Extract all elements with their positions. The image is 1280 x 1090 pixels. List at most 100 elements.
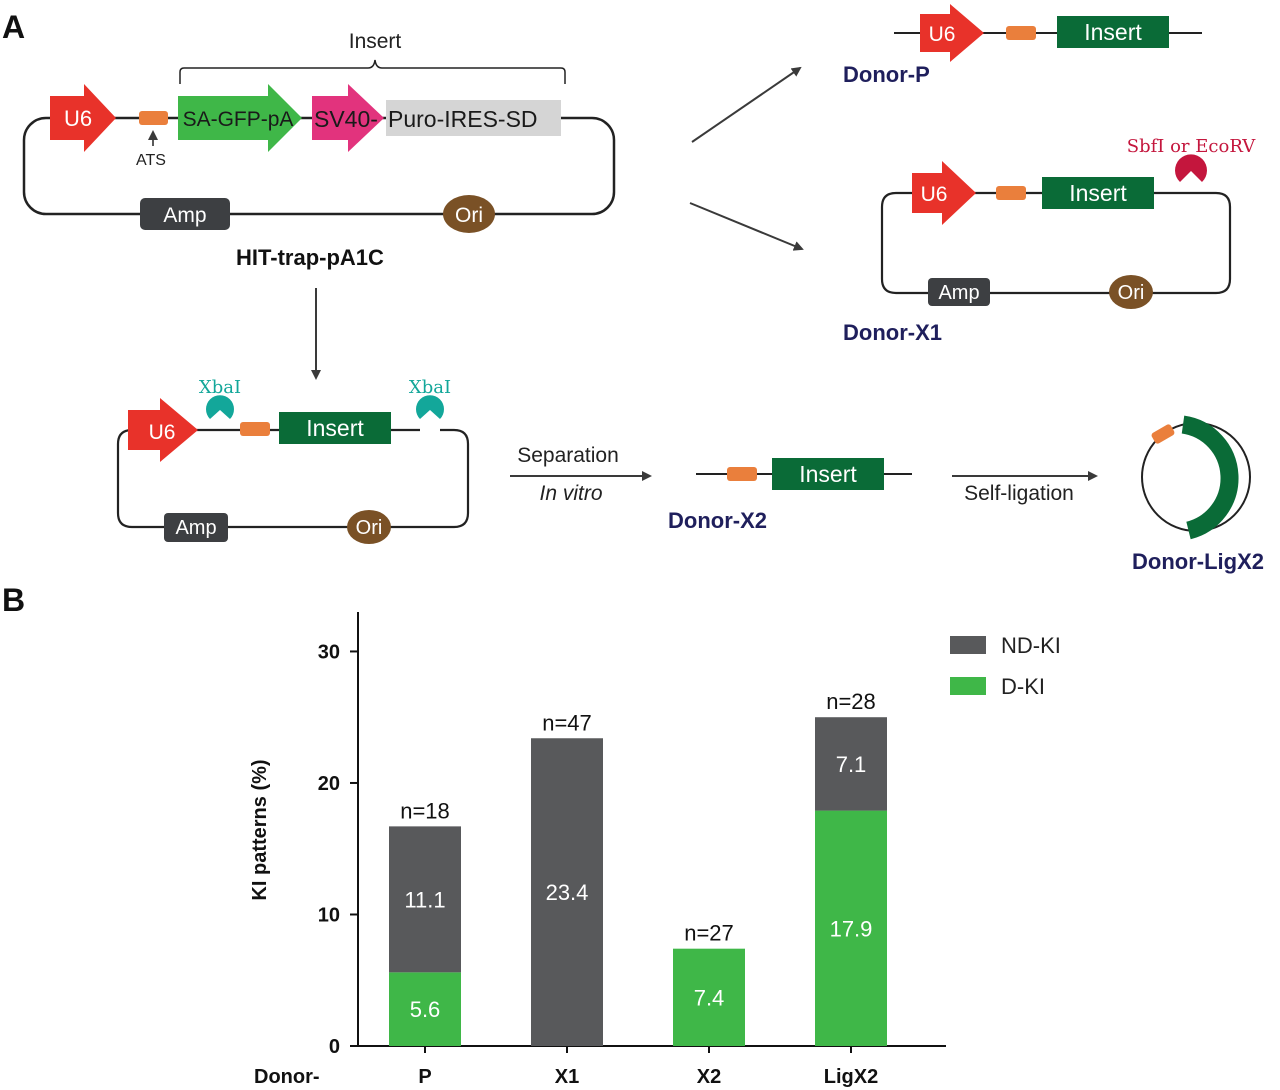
y-tick-label: 0 (329, 1036, 340, 1058)
donor-x1-ori-label: Ori (1118, 282, 1145, 304)
donor-x1-u6-label: U6 (921, 183, 948, 206)
y-tick-label: 30 (318, 641, 340, 663)
donor-p-u6-arrow (920, 4, 984, 62)
xbai-right-label: XbaI (409, 377, 451, 398)
sbfi-ecorv-label: SbfI or EcoRV (1127, 136, 1256, 157)
bar-d-ki-x2 (673, 948, 745, 1046)
xbai-ori-ellipse (347, 510, 391, 544)
y-ticks: 0 10 20 30 (318, 641, 358, 1058)
bar-value-label: 7.1 (836, 752, 867, 777)
n-label-x1: n=47 (542, 710, 592, 735)
y-axis-label: KI patterns (%) (249, 759, 271, 900)
bar-d-ki-p (389, 972, 461, 1046)
donor-p-insert-box (1057, 16, 1169, 48)
donor-p-ats (1006, 26, 1036, 40)
u6-label: U6 (64, 106, 92, 131)
x-ticks: P X1 X2 LigX2 (418, 1046, 878, 1088)
x-tick-label-p: P (418, 1066, 431, 1088)
self-ligation-label: Self-ligation (964, 482, 1074, 505)
arrow-to-donor-p (691, 66, 802, 143)
xbai-left-label: XbaI (199, 377, 241, 398)
donor-p-insert-label: Insert (1084, 19, 1142, 45)
panel-a-label: A (2, 9, 25, 45)
y-tick-label: 20 (318, 773, 340, 795)
separation-label: Separation (517, 444, 619, 467)
legend-swatch-nd-ki (950, 636, 986, 654)
donor-x2-ats (727, 467, 757, 481)
donor-x1-amp-label: Amp (938, 282, 979, 304)
puro-ires-sd-label: Puro-IRES-SD (388, 106, 538, 132)
donor-ligx2-ats (1151, 424, 1175, 444)
donor-x1: U6 Insert SbfI or EcoRV Amp Ori Donor-X1 (843, 136, 1256, 345)
bar-d-ki-ligx2 (815, 810, 887, 1046)
xbai-plasmid-backbone (116, 428, 470, 529)
donor-ligx2: Donor-LigX2 (1132, 415, 1264, 574)
x-category-prefix: Donor- (254, 1066, 320, 1088)
legend-label-nd-ki: ND-KI (1001, 633, 1061, 658)
bar-value-label: 17.9 (830, 916, 873, 941)
xbai-site-right-icon (416, 395, 444, 419)
xbai-ori-label: Ori (356, 517, 383, 539)
donor-x1-ats (996, 186, 1026, 200)
xbai-insert-box (279, 412, 391, 444)
donor-p: U6 Insert Donor-P (843, 4, 1202, 87)
insert-brace (179, 59, 566, 84)
bar-value-label: 23.4 (546, 880, 589, 905)
bar-value-label: 11.1 (404, 887, 445, 912)
in-vitro-label: In vitro (539, 482, 602, 505)
legend: ND-KI D-KI (950, 633, 1061, 699)
donor-x1-u6-arrow (912, 161, 976, 225)
donor-x1-insert-box (1042, 177, 1154, 209)
donor-x2-insert-label: Insert (799, 461, 857, 487)
legend-label-d-ki: D-KI (1001, 674, 1045, 699)
x-tick-label-ligx2: LigX2 (824, 1066, 878, 1088)
donor-p-u6-label: U6 (929, 23, 956, 46)
bar-value-label: 5.6 (410, 997, 441, 1022)
sv40-label: SV40- (314, 106, 378, 132)
ori-label: Ori (455, 204, 483, 227)
plasmid-name: HIT-trap-pA1C (236, 245, 384, 270)
xbai-amp-label: Amp (175, 517, 216, 539)
donor-x1-ori-ellipse (1109, 275, 1153, 309)
xbai-insert-label: Insert (306, 415, 364, 441)
n-label-x2: n=27 (684, 921, 734, 946)
bar-nd-ki-ligx2 (815, 717, 887, 811)
puro-ires-sd-box (386, 100, 561, 136)
donor-x1-backbone (880, 191, 1232, 295)
panel-b-label: B (2, 582, 25, 618)
y-tick-label: 10 (318, 904, 340, 926)
sa-gfp-pa-arrow (178, 84, 302, 152)
bar-nd-ki-x1 (531, 738, 603, 1046)
sbfi-ecorv-site-icon (1175, 154, 1207, 182)
arrow-to-donor-x1 (689, 202, 804, 251)
n-label-p: n=18 (400, 798, 450, 823)
ats-site (139, 111, 168, 125)
donor-x2-name: Donor-X2 (668, 508, 767, 533)
insert-brace-label: Insert (349, 30, 402, 53)
ori-ellipse (443, 195, 495, 233)
donor-x2-insert-box (772, 458, 884, 490)
xbai-amp-box (164, 513, 228, 542)
sa-gfp-pa-label: SA-GFP-pA (183, 108, 294, 131)
ats-label: ATS (136, 152, 166, 169)
donor-ligx2-name: Donor-LigX2 (1132, 549, 1264, 574)
xbai-plasmid: U6 XbaI Insert XbaI Amp Ori (116, 377, 470, 544)
xbai-u6-arrow (128, 398, 198, 462)
sv40-arrow (312, 84, 384, 152)
donor-x2: Insert Donor-X2 (668, 458, 912, 533)
hit-trap-plasmid: U6 ATS SA-GFP-pA SV40- Puro-IRES-SD Inse… (22, 30, 616, 270)
x-tick-label-x1: X1 (555, 1066, 579, 1088)
donor-x1-insert-label: Insert (1069, 180, 1127, 206)
donor-ligx2-insert-arc (1181, 415, 1239, 540)
u6-promoter-arrow (50, 84, 116, 152)
x-tick-label-x2: X2 (697, 1066, 721, 1088)
donor-p-name: Donor-P (843, 62, 930, 87)
amp-box (140, 198, 230, 230)
xbai-site-left-icon (206, 395, 235, 419)
donor-x1-name: Donor-X1 (843, 320, 942, 345)
n-label-ligx2: n=28 (826, 689, 876, 714)
legend-swatch-d-ki (950, 677, 986, 695)
